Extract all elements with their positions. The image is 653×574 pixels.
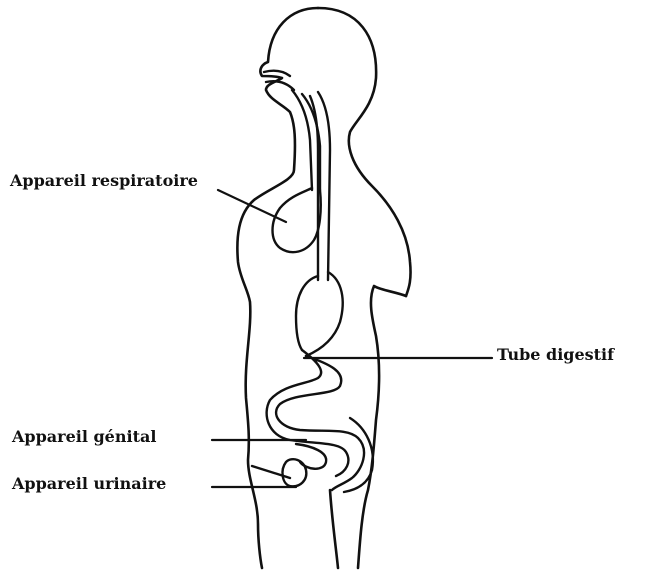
trachea (292, 90, 320, 190)
body-outline (237, 8, 318, 568)
leader-respiratory (218, 190, 286, 222)
arm-stump (358, 286, 406, 568)
stomach (296, 272, 343, 356)
label-genital: Appareil génital (12, 429, 156, 445)
genital-organ (296, 444, 326, 469)
back-outline (318, 8, 411, 296)
bladder (283, 459, 307, 486)
label-digestive: Tube digestif (497, 347, 614, 363)
leg-divider (330, 490, 338, 568)
label-respiratory: Appareil respiratoire (10, 173, 198, 189)
label-urinary: Appareil urinaire (12, 476, 166, 492)
